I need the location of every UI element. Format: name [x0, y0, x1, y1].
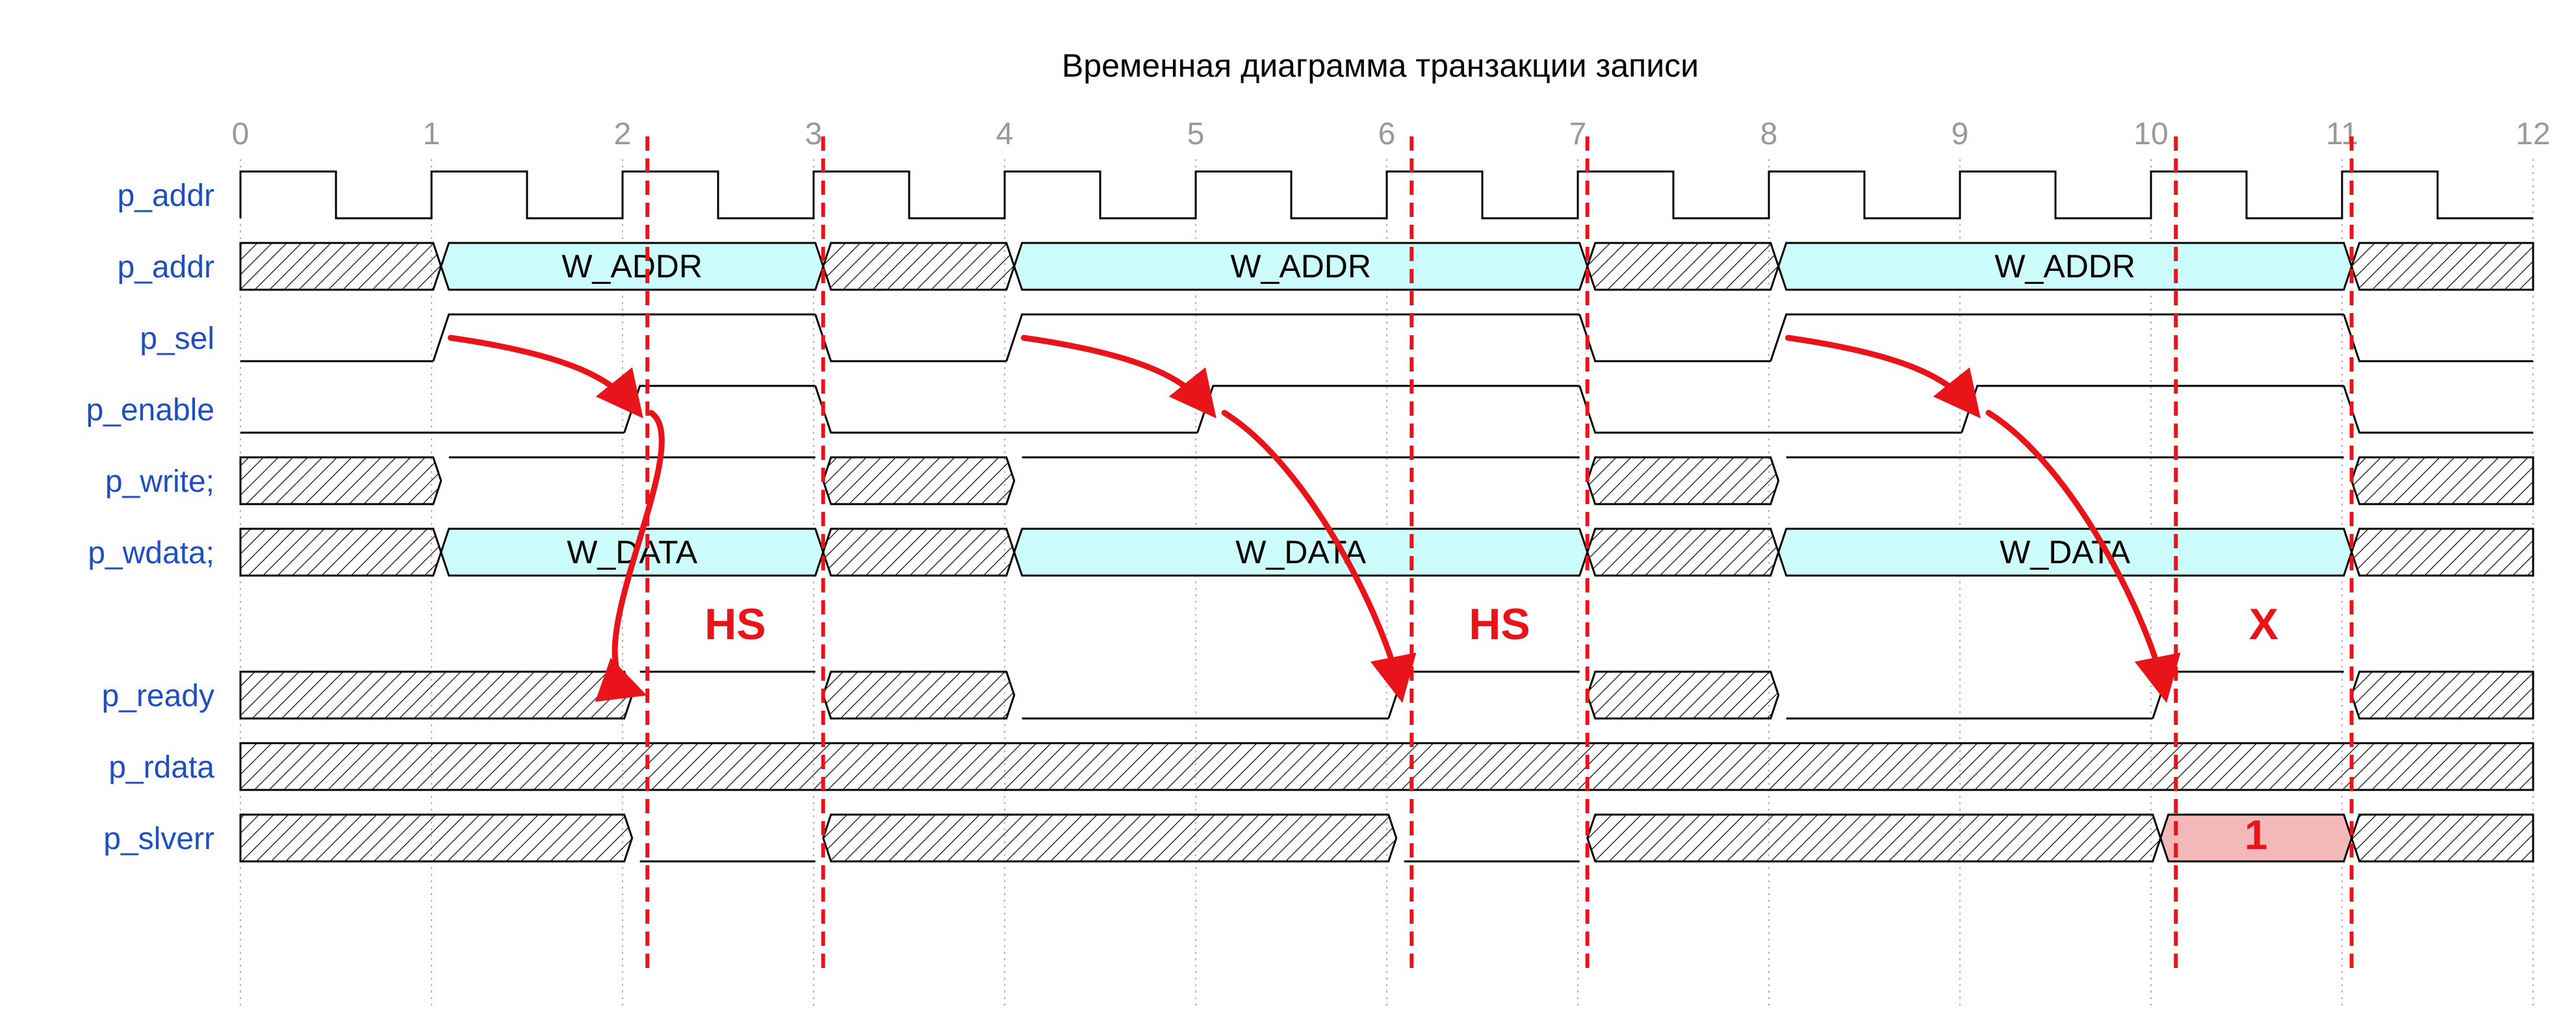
phase-label: HS [704, 600, 766, 649]
bus-value-label: W_ADDR [1230, 248, 1371, 285]
clock-waveform [239, 170, 2533, 220]
undefined-segment [1586, 242, 1780, 291]
tick-label: 0 [232, 117, 250, 151]
signal-label: p_rdata [109, 750, 214, 785]
tick-label: 4 [996, 117, 1014, 151]
undefined-segment [822, 813, 1398, 863]
phase-labels: HS HS X [704, 600, 2278, 649]
undefined-segment [239, 527, 443, 577]
level-segment [1387, 670, 1580, 719]
undefined-segment [2351, 813, 2534, 863]
signal-label: p_addr [118, 250, 214, 285]
level-segment [2152, 670, 2344, 719]
level-segment [1961, 385, 2344, 433]
dependency-arrow [1985, 410, 2181, 704]
tick-label: 6 [1378, 117, 1396, 151]
tick-label: 8 [1760, 117, 1778, 151]
bus-value-label: W_ADDR [1994, 248, 2135, 285]
bus-value-label: 1 [2245, 811, 2268, 858]
dependency-arrow [447, 335, 643, 419]
undefined-segment [239, 242, 443, 291]
phase-markers [645, 136, 2354, 968]
undefined-segment [1586, 670, 1780, 720]
signal-label: p_addr [118, 179, 214, 213]
undefined-segment [1586, 456, 1780, 505]
level-segment [1770, 313, 2344, 362]
phase-label: HS [1469, 600, 1530, 649]
signal-labels: p_addr p_addr p_sel p_enable p_write; p_wdata… [86, 179, 214, 856]
undefined-segment [822, 242, 1016, 291]
undefined-segment [239, 456, 443, 505]
signal-label: p_wdata; [88, 536, 214, 570]
undefined-segment [1586, 813, 2162, 863]
undefined-segment [2351, 670, 2534, 720]
diagram-title: Временная диаграмма транзакции записи [1062, 47, 1699, 84]
tick-label: 12 [2516, 117, 2550, 151]
signal-label: p_write; [105, 464, 214, 499]
level-segment [1196, 385, 1580, 433]
signal-label: p_enable [86, 393, 214, 427]
level-segment [2343, 385, 2533, 434]
undefined-segment [2351, 242, 2534, 291]
signal-label: p_ready [102, 679, 214, 713]
level-segment [1005, 313, 1580, 362]
undefined-segment [239, 813, 634, 863]
dependency-arrow [595, 410, 665, 702]
dependency-arrows [447, 335, 2181, 704]
level-segment [814, 385, 1198, 434]
level-segment [814, 314, 1007, 362]
level-segment [1578, 385, 1962, 434]
undefined-segment [822, 527, 1016, 577]
time-grid [240, 159, 2534, 1010]
undefined-segment [239, 670, 634, 720]
bus-value-label: W_ADDR [561, 248, 702, 285]
tick-label: 10 [2133, 117, 2168, 151]
undefined-segment [239, 742, 2534, 791]
undefined-segment [1586, 527, 1780, 577]
tick-label: 1 [423, 117, 441, 151]
level-segment [1578, 314, 1771, 362]
tick-label: 2 [614, 117, 632, 151]
phase-label: X [2249, 600, 2278, 649]
level-segment [432, 313, 816, 362]
tick-label: 3 [805, 117, 823, 151]
signal-label: p_sel [140, 322, 214, 356]
level-segment [2343, 314, 2533, 362]
tick-label: 5 [1187, 117, 1205, 151]
tick-label: 9 [1951, 117, 1969, 151]
undefined-segment [2351, 456, 2534, 505]
undefined-segment [2351, 527, 2534, 577]
tick-label: 7 [1569, 117, 1587, 151]
level-segment [623, 385, 816, 433]
dependency-arrow [1020, 335, 1217, 419]
dependency-arrow [1221, 410, 1417, 704]
undefined-segment [822, 456, 1016, 505]
dependency-arrow [1784, 335, 1981, 419]
undefined-segment [822, 670, 1016, 720]
signal-label: p_slverr [103, 822, 214, 856]
